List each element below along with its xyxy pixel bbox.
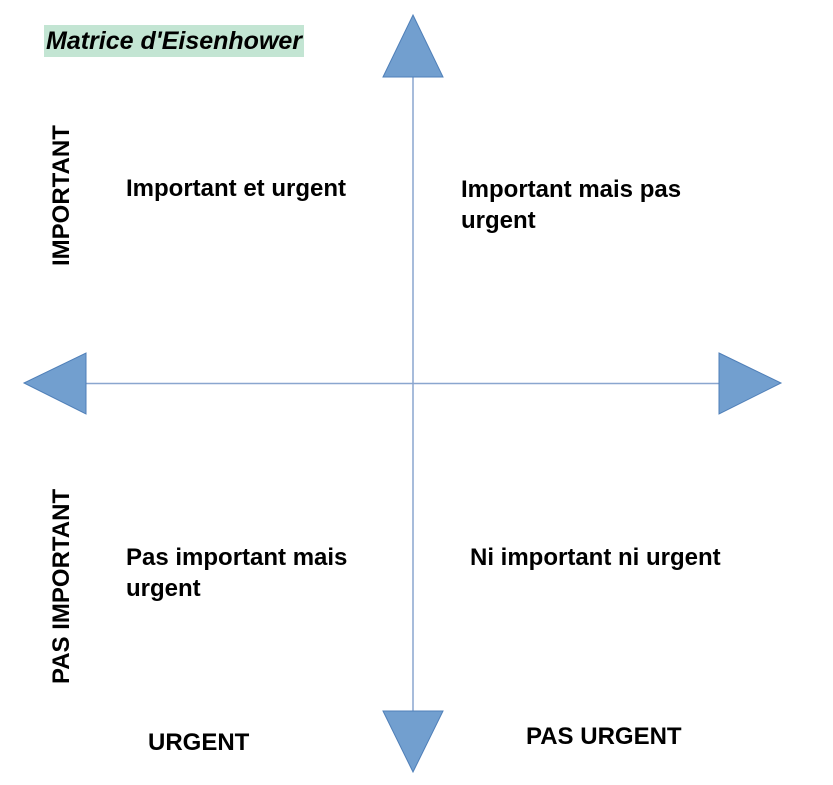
label-urgent: URGENT <box>148 729 250 756</box>
label-pas-important: PAS IMPORTANT <box>48 488 75 684</box>
quadrant-bottom-right: Ni important ni urgent <box>470 544 721 571</box>
label-important: IMPORTANT <box>48 125 75 266</box>
label-pas-urgent: PAS URGENT <box>526 723 682 750</box>
arrow-right-icon <box>718 352 783 415</box>
quadrant-top-left: Important et urgent <box>126 175 346 202</box>
arrow-up-icon <box>382 13 444 78</box>
arrow-down-icon <box>382 710 444 774</box>
arrow-left-icon <box>22 352 87 415</box>
quadrant-bottom-left: Pas important mais urgent <box>126 544 348 602</box>
quadrant-top-right: Important mais pas urgent <box>461 176 682 234</box>
diagram-title: Matrice d'Eisenhower <box>44 25 305 57</box>
